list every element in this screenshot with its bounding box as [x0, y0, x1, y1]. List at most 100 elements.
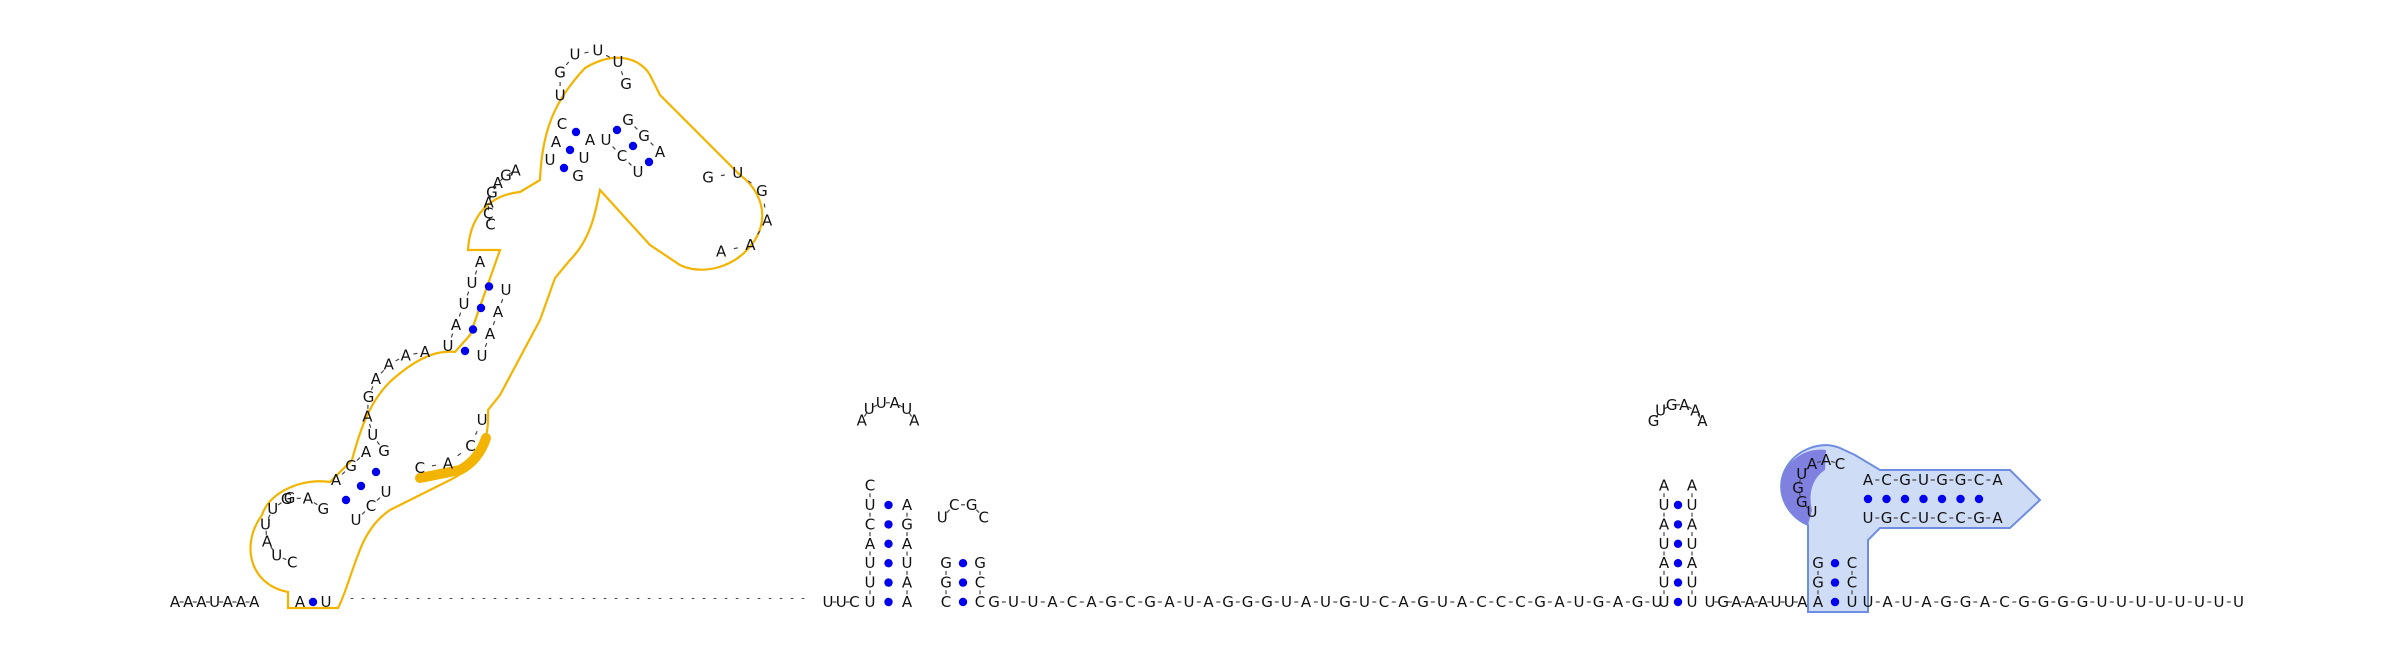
strand-linker-nt: U: [1184, 593, 1195, 611]
backbone-link: [946, 509, 951, 514]
gap-marker: -: [416, 594, 420, 605]
strand-linker-nt: A: [1731, 593, 1742, 611]
gap-marker: -: [801, 594, 805, 605]
domain-1-nt: A: [303, 490, 314, 508]
strand-linker-nt: C: [1379, 593, 1389, 611]
gap-marker: -: [438, 594, 442, 605]
domain-1-nt: A: [551, 133, 562, 151]
backbone-link: [975, 509, 980, 514]
domain-1-nt: A: [384, 356, 395, 374]
domain-1-nt: A: [762, 211, 773, 229]
hairpin-1-nt: U: [876, 394, 887, 412]
backbone-link: [356, 457, 361, 461]
domain-1-nt: A: [451, 316, 462, 334]
backbone-link: [1664, 406, 1669, 410]
domain-2-highlight: [1781, 449, 1826, 525]
strand-linker-nt: U: [1008, 593, 1019, 611]
gap-marker: -: [449, 594, 453, 605]
strand-linker-nt: U: [1652, 593, 1663, 611]
gap-marker: -: [537, 594, 541, 605]
domain-1-nt: C: [287, 554, 297, 572]
gap-marker: -: [713, 594, 717, 605]
strand-linker-nt: A: [1797, 593, 1808, 611]
gap-marker: -: [680, 594, 684, 605]
backbone-link: [458, 312, 462, 317]
domain-1-nt: U: [271, 546, 282, 564]
hairpin-3-nt: U: [1687, 574, 1698, 592]
base-pair-dot: [1673, 597, 1683, 607]
hairpin-2-nt: C: [941, 593, 951, 611]
base-pair-dot: [1673, 578, 1683, 587]
hairpin-1-nt: U: [865, 593, 876, 611]
strand-3prime-nt: U: [2097, 593, 2108, 611]
base-pair-dot: [628, 141, 638, 151]
backbone-link: [484, 342, 488, 348]
hairpin-1-nt: A: [902, 574, 913, 592]
gap-marker: -: [735, 594, 739, 605]
hairpin-3-nt: A: [1679, 396, 1690, 414]
base-pair-dot: [1937, 494, 1947, 504]
domain-1-nt: A: [443, 454, 454, 472]
base-pair-dot: [1919, 494, 1928, 504]
strand-3prime-nt: U: [2136, 593, 2147, 611]
strand-linker-nt: C: [1515, 593, 1525, 611]
domain-2-nt: C: [1937, 509, 1947, 527]
domain-2-nt: U: [1918, 509, 1929, 527]
gap-marker: -: [372, 594, 376, 605]
gap-marker: -: [669, 594, 673, 605]
gap-marker: -: [702, 594, 706, 605]
backbone-link: [282, 557, 287, 561]
backbone-link: [757, 230, 761, 235]
domain-2-nt: C: [1900, 509, 1910, 527]
backbone-link: [492, 320, 496, 326]
strand-linker-nt: G: [1222, 593, 1234, 611]
gap-marker: -: [779, 594, 783, 605]
backbone-link: [628, 162, 632, 166]
base-pair-dot: [1830, 578, 1840, 587]
gap-marker: -: [427, 594, 431, 605]
base-pair-dot: [884, 559, 893, 568]
domain-1-nt: A: [331, 471, 342, 489]
domain-1-nt: U: [267, 500, 278, 518]
gap-marker: -: [361, 594, 365, 605]
backbone-link: [763, 203, 766, 208]
hairpin-3-nt: U: [1659, 535, 1670, 553]
strand-5prime-nt: A: [249, 593, 260, 611]
backbone-link: [361, 511, 366, 515]
strand-linker-nt: G: [1593, 593, 1605, 611]
backbone-link: [650, 142, 654, 146]
hairpin-3-nt: U: [1687, 496, 1698, 514]
hairpin-1-nt: U: [902, 554, 913, 572]
strand-linker-nt: A: [1554, 593, 1565, 611]
strand-linker-nt: A: [1164, 593, 1175, 611]
strand-linker-nt: A: [1203, 593, 1214, 611]
domain-2-nt: U: [1863, 509, 1874, 527]
hairpin-1-nt: A: [890, 394, 901, 412]
strand-linker-nt: C: [1476, 593, 1486, 611]
domain-2-nt: C: [1955, 509, 1965, 527]
domain-2-nt: U: [1807, 503, 1818, 521]
domain-2-nt: G: [1881, 509, 1893, 527]
domain-1-nt: U: [467, 274, 478, 292]
domain-1-nt: U: [477, 411, 488, 429]
base-pair-dot: [884, 500, 893, 510]
domain-1-nt: U: [613, 53, 624, 71]
base-pair-dot: [1956, 494, 1965, 504]
strand-3prime-nt: A: [1980, 593, 1991, 611]
strand-linker-nt: G: [1105, 593, 1117, 611]
backbone-link: [376, 497, 381, 501]
backbone-link: [488, 216, 491, 222]
domain-1-nt: A: [401, 346, 412, 364]
hairpin-1-nt: U: [865, 574, 876, 592]
base-pair-dot: [884, 578, 893, 587]
strand-3prime-nt: U: [1902, 593, 1913, 611]
domain-1-nt: A: [362, 408, 373, 426]
base-pair-dot: [644, 157, 654, 167]
gap-marker: -: [350, 594, 354, 605]
gap-marker: -: [394, 594, 398, 605]
hairpin-3-nt: U: [1659, 574, 1670, 592]
base-pair-dot: [1974, 494, 1984, 504]
strand-linker-nt: C: [849, 593, 859, 611]
domain-1-nt: G: [500, 167, 512, 185]
